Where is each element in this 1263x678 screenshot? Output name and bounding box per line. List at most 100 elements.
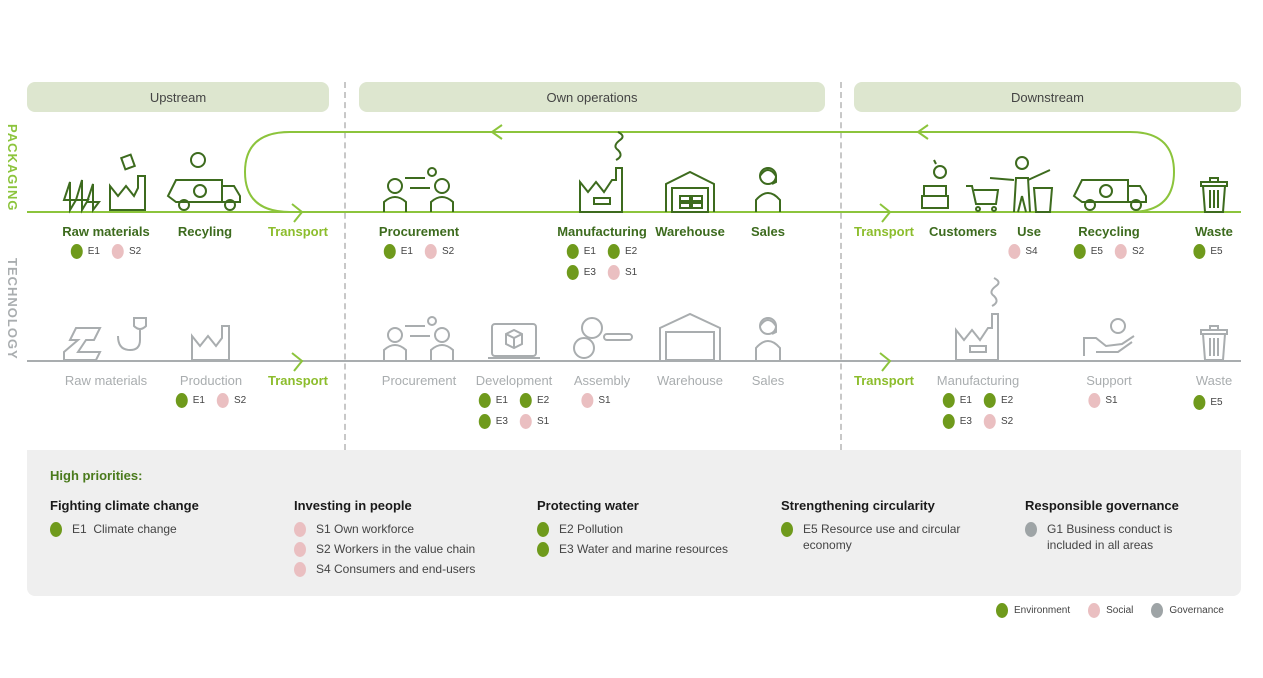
warehouse-icon <box>659 312 721 361</box>
environment-dot-icon <box>942 414 955 429</box>
stage-customers: Customers <box>929 224 997 239</box>
hand-gear-icon <box>1083 318 1135 356</box>
stage-badges: E1 S2 <box>175 393 246 408</box>
social-dot-icon <box>581 393 594 408</box>
legend: Environment Social Governance <box>996 603 1224 618</box>
stage-badges: E1 E2 E3 S2 <box>942 393 1013 429</box>
badge-e1: E1 <box>942 393 972 408</box>
badge-e1: E1 <box>175 393 205 408</box>
social-dot-icon <box>217 393 229 408</box>
arrow-left-icon <box>490 124 503 140</box>
legend-governance: Governance <box>1151 603 1224 618</box>
badge-s1: S1 <box>608 265 637 280</box>
stage-assembly: Assembly <box>573 373 631 388</box>
arrow-right-icon <box>291 203 304 223</box>
stage-badges: E1 E2 E3 S1 <box>566 244 637 280</box>
social-dot-icon <box>425 244 437 259</box>
social-dot-icon <box>1088 603 1101 618</box>
factory-icon <box>109 153 146 211</box>
priority-governance: Responsible governance G1 Business condu… <box>1025 498 1200 557</box>
section-header-downstream: Downstream <box>854 82 1241 112</box>
stage-production: Production <box>179 373 243 388</box>
environment-dot-icon <box>175 393 188 408</box>
badge-s2: S2 <box>112 244 141 259</box>
customers-icon <box>921 159 1000 212</box>
social-dot-icon <box>984 414 996 429</box>
environment-dot-icon <box>70 244 83 259</box>
social-dot-icon <box>294 522 306 537</box>
factory-icon <box>579 131 624 213</box>
badge-e5: E5 <box>1073 244 1103 259</box>
stage-warehouse: Warehouse <box>655 224 725 239</box>
badge-s4: S4 <box>1008 244 1038 259</box>
priority-item: G1 Business conduct is included in all a… <box>1025 521 1200 553</box>
section-divider <box>344 82 346 450</box>
badge-e1: E1 <box>70 244 100 259</box>
stage-development: Development <box>475 373 553 388</box>
priority-item: E2 Pollution <box>537 521 767 537</box>
stage-badges: E1 S2 <box>70 244 141 259</box>
stage-badges: E5 <box>1193 395 1234 410</box>
environment-dot-icon <box>1073 244 1086 259</box>
governance-dot-icon <box>1025 522 1037 537</box>
environment-dot-icon <box>608 244 620 259</box>
section-label: Upstream <box>149 89 207 105</box>
environment-dot-icon <box>1193 244 1206 259</box>
legend-environment: Environment <box>996 603 1070 618</box>
stage-procurement: Procurement <box>381 373 457 388</box>
environment-dot-icon <box>478 393 491 408</box>
priority-item: S4 Consumers and end-users <box>294 561 514 577</box>
priority-water: Protecting water E2 Pollution E3 Water a… <box>537 498 767 561</box>
arrow-right-icon <box>879 203 892 223</box>
stage-manufacturing: Manufacturing <box>936 373 1020 388</box>
laptop-cube-icon <box>488 323 540 359</box>
badge-e5: E5 <box>1193 244 1223 259</box>
environment-dot-icon <box>781 522 793 537</box>
stage-badges: E1 S2 <box>383 244 454 259</box>
trees-icon <box>62 179 101 214</box>
stage-warehouse: Warehouse <box>657 373 723 388</box>
high-priorities-panel: High priorities: Fighting climate change… <box>27 450 1241 596</box>
badge-e2: E2 <box>520 393 549 408</box>
priority-climate: Fighting climate change E1 Climate chang… <box>50 498 270 541</box>
stage-badges: S1 <box>581 393 622 408</box>
procurement-icon <box>383 316 454 360</box>
environment-dot-icon <box>478 414 491 429</box>
priority-item: E3 Water and marine resources <box>537 541 767 557</box>
environment-dot-icon <box>566 265 579 280</box>
trash-bin-icon <box>1200 325 1228 361</box>
steel-beam-plug-icon <box>63 317 147 361</box>
priority-item: S1 Own workforce <box>294 521 514 537</box>
badge-e3: E3 <box>942 414 972 429</box>
warehouse-icon <box>665 170 715 213</box>
section-divider <box>840 82 842 450</box>
circular-loop <box>243 131 1176 213</box>
priority-heading: Strengthening circularity <box>781 498 935 513</box>
priority-item: E5 Resource use and circular economy <box>781 521 981 553</box>
badge-s2: S2 <box>217 393 246 408</box>
environment-dot-icon <box>996 603 1008 618</box>
social-dot-icon <box>520 414 532 429</box>
stage-transport: Transport <box>854 373 914 388</box>
trash-bin-icon <box>1200 177 1228 213</box>
stage-badges: S4 <box>1008 244 1049 259</box>
social-dot-icon <box>294 542 306 557</box>
sales-person-icon <box>755 167 781 212</box>
badge-e1: E1 <box>383 244 413 259</box>
badge-e3: E3 <box>478 414 508 429</box>
factory-icon <box>955 277 1000 361</box>
stage-manufacturing: Manufacturing <box>557 224 647 239</box>
stage-badges: E5 S2 <box>1073 244 1144 259</box>
section-header-own-operations: Own operations <box>359 82 825 112</box>
environment-dot-icon <box>566 244 579 259</box>
section-label: Own operations <box>546 89 638 105</box>
person-recycling-icon <box>989 156 1054 213</box>
stage-sales: Sales <box>751 224 785 239</box>
flow-lines <box>27 124 1241 372</box>
stage-transport: Transport <box>268 224 328 239</box>
environment-dot-icon <box>383 244 396 259</box>
stage-transport: Transport <box>268 373 328 388</box>
badge-s1: S1 <box>1088 393 1118 408</box>
arrow-left-icon <box>916 124 929 140</box>
social-dot-icon <box>1088 393 1101 408</box>
